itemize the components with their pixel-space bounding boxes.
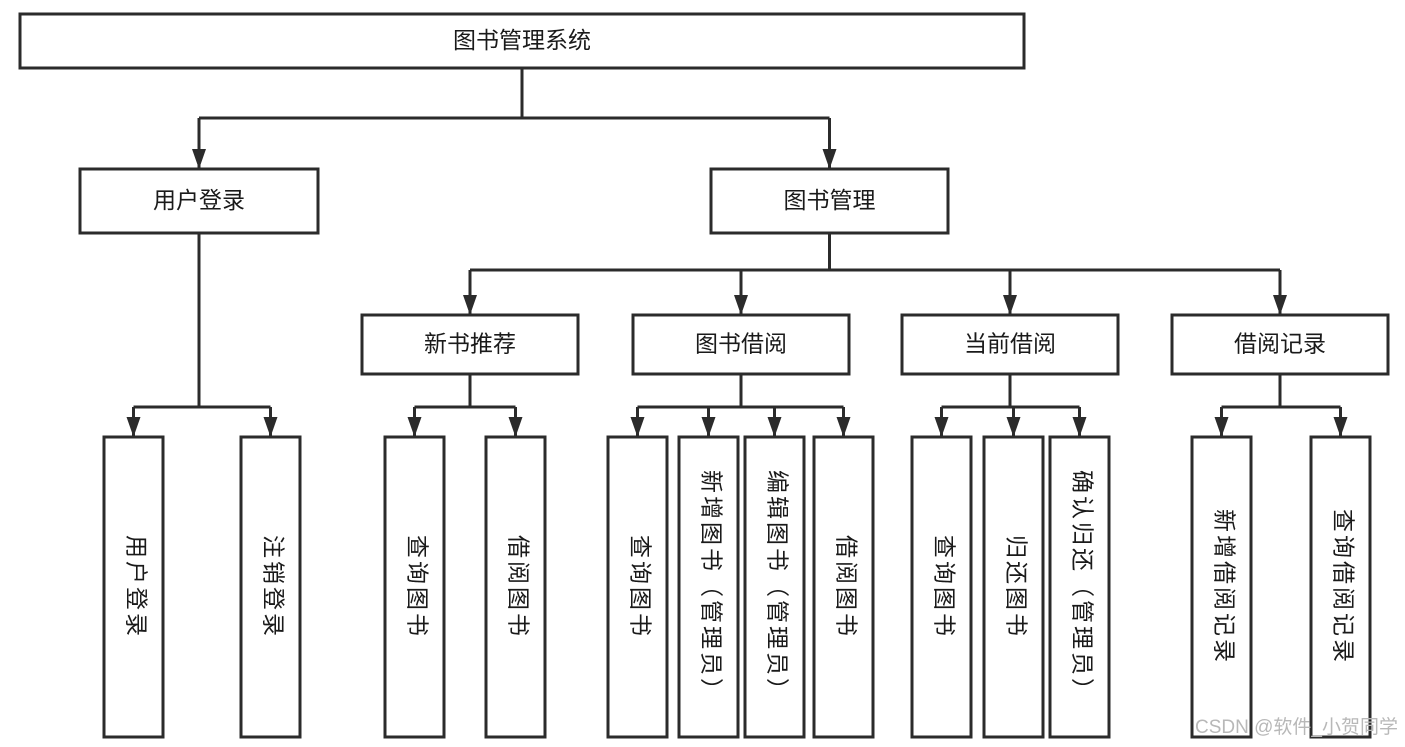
node-leaf-user-logout[interactable]: 注销登录 — [239, 435, 302, 739]
node-box-new-book-recommend[interactable] — [360, 313, 580, 376]
node-leaf-borrow-book[interactable]: 借阅图书 — [812, 435, 875, 739]
arrow-head-icon — [463, 295, 477, 315]
arrow-head-icon — [734, 295, 748, 315]
arrow-head-icon — [836, 417, 851, 437]
node-label-leaf-add-borrow-record: 新增借阅记录 — [1211, 509, 1237, 665]
node-box-leaf-return-book[interactable] — [982, 435, 1045, 739]
arrow-head-icon — [701, 417, 716, 437]
node-box-leaf-borrow-book-recommend[interactable] — [484, 435, 547, 739]
node-box-leaf-user-login[interactable] — [102, 435, 165, 739]
node-label-leaf-borrow-book-recommend: 借阅图书 — [505, 535, 531, 639]
csdn-watermark: CSDN @软件_小贺同学 — [1195, 716, 1398, 738]
arrow-head-icon — [1072, 417, 1087, 437]
connector-layer — [126, 68, 1348, 437]
arrow-head-icon — [1214, 417, 1229, 437]
node-box-leaf-query-borrow-record[interactable] — [1309, 435, 1372, 739]
arrow-head-icon — [934, 417, 949, 437]
arrow-head-icon — [407, 417, 422, 437]
node-box-leaf-borrow-book[interactable] — [812, 435, 875, 739]
node-label-leaf-borrow-book: 借阅图书 — [833, 535, 859, 639]
node-box-leaf-query-book-recommend[interactable] — [383, 435, 446, 739]
arrow-head-icon — [1333, 417, 1348, 437]
node-box-leaf-confirm-return[interactable] — [1048, 435, 1111, 739]
node-label-leaf-query-book-recommend: 查询图书 — [404, 535, 430, 639]
node-leaf-query-book-recommend[interactable]: 查询图书 — [383, 435, 446, 739]
arrow-head-icon — [630, 417, 645, 437]
node-label-leaf-edit-book: 编辑图书（管理员） — [764, 470, 790, 704]
node-label-new-book-recommend: 新书推荐 — [424, 331, 516, 357]
arrow-head-icon — [263, 417, 278, 437]
node-label-leaf-user-logout: 注销登录 — [260, 535, 286, 639]
node-label-leaf-add-book: 新增图书（管理员） — [698, 470, 724, 704]
node-box-current-borrow[interactable] — [900, 313, 1120, 376]
node-label-current-borrow: 当前借阅 — [964, 331, 1056, 357]
node-leaf-query-book-current[interactable]: 查询图书 — [910, 435, 973, 739]
node-leaf-return-book[interactable]: 归还图书 — [982, 435, 1045, 739]
arrow-head-icon — [126, 417, 141, 437]
node-leaf-query-borrow-record[interactable]: 查询借阅记录 — [1309, 435, 1372, 739]
node-leaf-add-book[interactable]: 新增图书（管理员） — [677, 435, 740, 739]
node-label-leaf-query-book-current: 查询图书 — [931, 535, 957, 639]
node-borrow-record[interactable]: 借阅记录 — [1170, 313, 1390, 376]
arrow-head-icon — [192, 149, 206, 169]
arrow-head-icon — [508, 417, 523, 437]
node-leaf-borrow-book-recommend[interactable]: 借阅图书 — [484, 435, 547, 739]
arrow-head-icon — [822, 149, 837, 169]
node-label-leaf-query-borrow-record: 查询借阅记录 — [1330, 509, 1356, 665]
node-label-leaf-user-login: 用户登录 — [123, 535, 149, 639]
arrow-head-icon — [1003, 295, 1017, 315]
node-box-book-manage[interactable] — [709, 167, 950, 235]
node-leaf-add-borrow-record[interactable]: 新增借阅记录 — [1190, 435, 1253, 739]
node-label-user-login: 用户登录 — [153, 187, 245, 213]
node-current-borrow[interactable]: 当前借阅 — [900, 313, 1120, 376]
arrow-head-icon — [767, 417, 782, 437]
node-box-leaf-query-book-borrow[interactable] — [606, 435, 669, 739]
node-book-borrow[interactable]: 图书借阅 — [631, 313, 851, 376]
node-box-leaf-edit-book[interactable] — [743, 435, 806, 739]
node-leaf-query-book-borrow[interactable]: 查询图书 — [606, 435, 669, 739]
node-label-borrow-record: 借阅记录 — [1234, 331, 1326, 357]
node-label-book-manage: 图书管理 — [784, 187, 876, 213]
node-leaf-edit-book[interactable]: 编辑图书（管理员） — [743, 435, 806, 739]
node-box-root[interactable] — [18, 12, 1026, 70]
node-root[interactable]: 图书管理系统 — [18, 12, 1026, 70]
node-box-leaf-add-borrow-record[interactable] — [1190, 435, 1253, 739]
node-layer: 图书管理系统用户登录图书管理新书推荐图书借阅当前借阅借阅记录用户登录注销登录查询… — [18, 12, 1390, 739]
node-label-leaf-confirm-return: 确认归还（管理员） — [1069, 470, 1095, 704]
node-user-login[interactable]: 用户登录 — [78, 167, 320, 235]
node-box-user-login[interactable] — [78, 167, 320, 235]
node-leaf-confirm-return[interactable]: 确认归还（管理员） — [1048, 435, 1111, 739]
node-label-leaf-return-book: 归还图书 — [1003, 535, 1029, 639]
node-box-leaf-user-logout[interactable] — [239, 435, 302, 739]
node-new-book-recommend[interactable]: 新书推荐 — [360, 313, 580, 376]
arrow-head-icon — [1006, 417, 1021, 437]
node-leaf-user-login[interactable]: 用户登录 — [102, 435, 165, 739]
node-box-leaf-add-book[interactable] — [677, 435, 740, 739]
node-box-borrow-record[interactable] — [1170, 313, 1390, 376]
node-box-leaf-query-book-current[interactable] — [910, 435, 973, 739]
node-label-leaf-query-book-borrow: 查询图书 — [627, 535, 653, 639]
node-book-manage[interactable]: 图书管理 — [709, 167, 950, 235]
arrow-head-icon — [1273, 295, 1287, 315]
node-box-book-borrow[interactable] — [631, 313, 851, 376]
node-label-root: 图书管理系统 — [453, 27, 591, 53]
node-label-book-borrow: 图书借阅 — [695, 331, 787, 357]
